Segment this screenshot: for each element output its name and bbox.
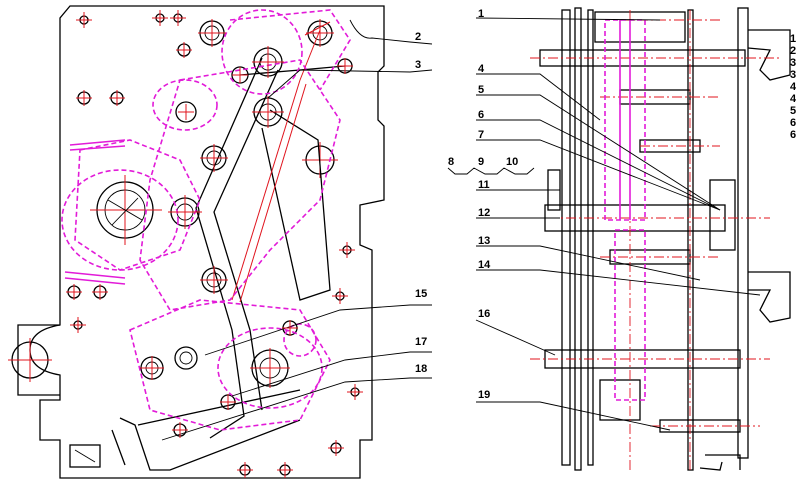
mounting-plate-outline	[29, 5, 385, 479]
hole-centerlines	[66, 19, 334, 388]
centre-mark	[76, 12, 92, 28]
linkage-arms	[69, 57, 346, 471]
leader-lines	[161, 17, 761, 441]
centre-mark	[347, 384, 363, 400]
front-view	[8, 5, 385, 479]
edge-label-8: 6	[790, 117, 796, 129]
callout-16: 16	[478, 308, 490, 320]
edge-label-6: 4	[790, 93, 796, 105]
callout-11: 11	[478, 179, 490, 191]
centre-mark	[328, 440, 344, 456]
edge-label-3: 3	[790, 57, 796, 69]
callout-7: 7	[478, 129, 484, 141]
callout-15: 15	[415, 288, 427, 300]
callout-8: 8	[448, 156, 454, 168]
callout-9: 9	[478, 156, 484, 168]
centre-mark	[339, 242, 355, 258]
centre-mark	[152, 10, 168, 26]
centre-mark	[232, 67, 248, 83]
side-centerlines	[530, 10, 780, 470]
edge-label-9: 6	[790, 129, 796, 141]
centre-mark	[178, 104, 194, 120]
edge-label-4: 3	[790, 69, 796, 81]
callout-4: 4	[478, 63, 485, 75]
edge-label-2: 2	[790, 45, 796, 57]
centre-marks	[70, 10, 363, 478]
centre-mark	[172, 422, 188, 438]
callout-12: 12	[478, 207, 490, 219]
callout-18: 18	[415, 363, 427, 375]
callout-19: 19	[478, 389, 490, 401]
mounting-holes	[67, 13, 360, 476]
callout-10: 10	[506, 156, 518, 168]
callout-5: 5	[478, 84, 484, 96]
hidden-parts	[61, 9, 351, 431]
centre-mark	[332, 288, 348, 304]
edge-label-1: 1	[790, 33, 796, 45]
callout-3: 3	[415, 59, 421, 71]
callout-14: 14	[478, 259, 491, 271]
callout-2: 2	[415, 31, 421, 43]
callout-17: 17	[415, 336, 427, 348]
edge-label-5: 4	[790, 81, 796, 93]
centre-mark	[237, 462, 253, 478]
side-hidden-parts	[604, 19, 646, 401]
callout-labels: 1 2 3 4 5 6 7 8 9 10 11 12 13 14 15 16 1…	[415, 8, 518, 401]
centre-mark	[220, 394, 236, 410]
callout-1: 1	[478, 8, 484, 20]
side-view	[530, 7, 791, 471]
centre-mark	[70, 317, 86, 333]
side-shafts	[539, 11, 746, 433]
callout-6: 6	[478, 109, 484, 121]
edge-labels: 1 2 3 3 4 4 5 6 6	[790, 33, 796, 141]
pivot-shafts	[140, 20, 353, 437]
callout-13: 13	[478, 235, 490, 247]
centre-mark	[337, 58, 353, 74]
springs	[231, 21, 331, 303]
centre-mark	[277, 462, 293, 478]
centre-mark	[170, 10, 186, 26]
edge-label-7: 5	[790, 105, 796, 117]
centre-mark	[282, 320, 298, 336]
side-plates	[561, 7, 791, 471]
